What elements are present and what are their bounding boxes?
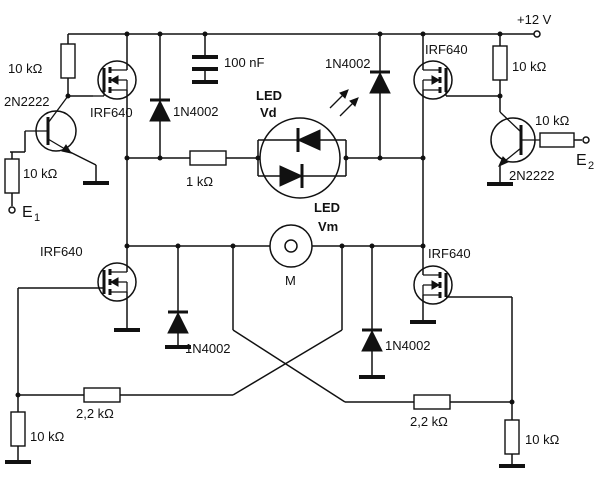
capacitor bbox=[192, 34, 218, 84]
led-bottom-label: LED Vm bbox=[314, 200, 340, 234]
mosfet-bottom-right-label: IRF640 bbox=[428, 246, 471, 261]
mosfet-top-right-label: IRF640 bbox=[425, 42, 468, 57]
resistor-cross-right-label: 2,2 kΩ bbox=[410, 414, 448, 429]
led-top-label: LED Vd bbox=[256, 88, 282, 120]
cross-coupling-wires bbox=[120, 246, 414, 403]
transistor-right-npn bbox=[487, 111, 590, 186]
mosfet-bottom-left bbox=[17, 262, 140, 395]
mosfet-bottom-left-label: IRF640 bbox=[40, 244, 83, 259]
input-e1-label: E 1 bbox=[22, 204, 40, 224]
resistor-right-top bbox=[492, 34, 508, 112]
diode-top-right bbox=[369, 34, 423, 161]
supply-rail bbox=[68, 30, 541, 38]
resistor-cross-right bbox=[413, 394, 515, 410]
resistor-right-base-label: 10 kΩ bbox=[535, 113, 570, 128]
resistor-bottom-right-label: 10 kΩ bbox=[525, 432, 560, 447]
diode-top-right-label: 1N4002 bbox=[325, 56, 371, 71]
resistor-led-label: 1 kΩ bbox=[186, 174, 213, 189]
resistor-bottom-right bbox=[499, 402, 525, 468]
diode-bottom-right bbox=[359, 246, 385, 379]
transistor-left-npn bbox=[4, 93, 109, 214]
transistor-left-npn-label: 2N2222 bbox=[4, 94, 50, 109]
capacitor-label: 100 nF bbox=[224, 55, 265, 70]
resistor-left-top bbox=[60, 34, 76, 96]
resistor-bottom-left bbox=[5, 395, 31, 464]
diode-bottom-left bbox=[165, 246, 191, 349]
svg-text:1: 1 bbox=[34, 212, 40, 224]
diode-top-left-label: 1N4002 bbox=[173, 104, 219, 119]
led-light-arrows-icon bbox=[329, 89, 359, 117]
motor-row-wire bbox=[127, 243, 426, 249]
mosfet-top-left bbox=[93, 34, 137, 100]
resistor-right-top-label: 10 kΩ bbox=[512, 59, 547, 74]
right-bridge-bus bbox=[420, 90, 426, 262]
resistor-bottom-left-label: 10 kΩ bbox=[30, 429, 65, 444]
led-pair bbox=[255, 117, 380, 199]
mosfet-top-left-label: IRF640 bbox=[90, 105, 133, 120]
diode-bottom-left-label: 1N4002 bbox=[185, 341, 231, 356]
svg-text:LED: LED bbox=[256, 88, 282, 103]
svg-text:E: E bbox=[22, 204, 33, 221]
resistor-cross-left-label: 2,2 kΩ bbox=[76, 406, 114, 421]
svg-text:Vd: Vd bbox=[260, 105, 277, 120]
resistor-cross-left bbox=[15, 387, 121, 403]
svg-text:LED: LED bbox=[314, 200, 340, 215]
motor-label: M bbox=[285, 273, 296, 288]
resistor-led-series bbox=[189, 150, 258, 166]
diode-top-left bbox=[127, 34, 190, 161]
motor-icon bbox=[269, 224, 313, 268]
diode-bottom-right-label: 1N4002 bbox=[385, 338, 431, 353]
mosfet-top-right bbox=[413, 34, 500, 100]
input-e2-label: E 2 bbox=[576, 152, 594, 172]
supply-voltage-label: +12 V bbox=[517, 12, 552, 27]
transistor-right-npn-label: 2N2222 bbox=[509, 168, 555, 183]
svg-text:E: E bbox=[576, 152, 587, 169]
svg-text:Vm: Vm bbox=[318, 219, 338, 234]
svg-text:2: 2 bbox=[588, 160, 594, 172]
mosfet-bottom-right bbox=[410, 262, 513, 402]
resistor-left-base-label: 10 kΩ bbox=[23, 166, 58, 181]
resistor-left-top-label: 10 kΩ bbox=[8, 61, 43, 76]
